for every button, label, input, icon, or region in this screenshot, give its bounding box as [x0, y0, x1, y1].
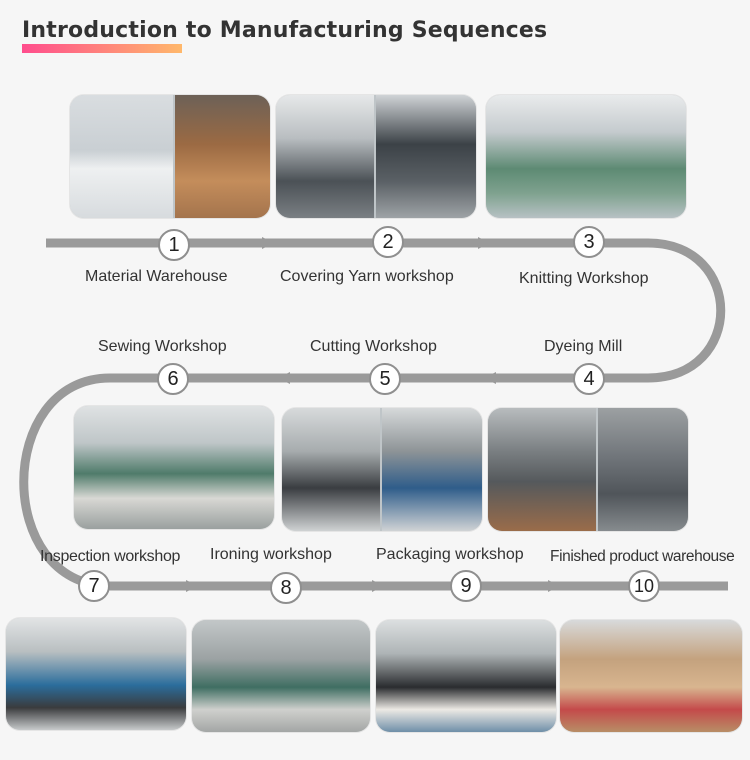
- flow-arrow: [478, 237, 490, 249]
- photo-cutting: [282, 408, 482, 531]
- photo-inspection: [6, 618, 186, 730]
- step-number-8: 8: [270, 572, 302, 604]
- step-label-6: Sewing Workshop: [98, 338, 227, 355]
- flow-path-main: [19, 238, 728, 591]
- step-number-2: 2: [372, 226, 404, 258]
- step-label-8: Ironing workshop: [210, 546, 332, 563]
- step-label-4: Dyeing Mill: [544, 338, 623, 355]
- step-number-3: 3: [573, 226, 605, 258]
- photo-sewing: [74, 406, 274, 529]
- step-label-5: Cutting Workshop: [310, 338, 437, 355]
- flow-arrow: [186, 580, 198, 592]
- step-label-10: Finished product warehouse: [550, 548, 735, 565]
- photo-packaging: [376, 620, 556, 732]
- step-label-7: Inspection workshop: [40, 548, 181, 565]
- step-label-1: Material Warehouse: [85, 268, 228, 285]
- photo-ironing: [192, 620, 370, 732]
- photo-knitting: [486, 95, 686, 218]
- title-block: Introduction to Manufacturing Sequences: [22, 18, 548, 53]
- page-title: Introduction to Manufacturing Sequences: [22, 18, 548, 43]
- photo-material-warehouse: [70, 95, 270, 218]
- step-label-9: Packaging workshop: [376, 546, 524, 563]
- photo-finished-warehouse: [560, 620, 742, 732]
- step-number-5: 5: [369, 363, 401, 395]
- step-number-1: 1: [158, 229, 190, 261]
- photo-covering-yarn: [276, 95, 476, 218]
- title-underline: [22, 44, 182, 53]
- flow-arrow: [262, 237, 274, 249]
- step-number-6: 6: [157, 363, 189, 395]
- flow-arrow: [278, 372, 290, 384]
- step-label-2: Covering Yarn workshop: [280, 268, 454, 285]
- flow-arrow: [548, 580, 560, 592]
- flow-arrow: [372, 580, 384, 592]
- step-number-7: 7: [78, 570, 110, 602]
- photo-dyeing: [488, 408, 688, 531]
- flow-arrow: [484, 372, 496, 384]
- step-number-4: 4: [573, 363, 605, 395]
- step-label-3: Knitting Workshop: [519, 270, 649, 287]
- step-number-9: 9: [450, 570, 482, 602]
- step-number-10: 10: [628, 570, 660, 602]
